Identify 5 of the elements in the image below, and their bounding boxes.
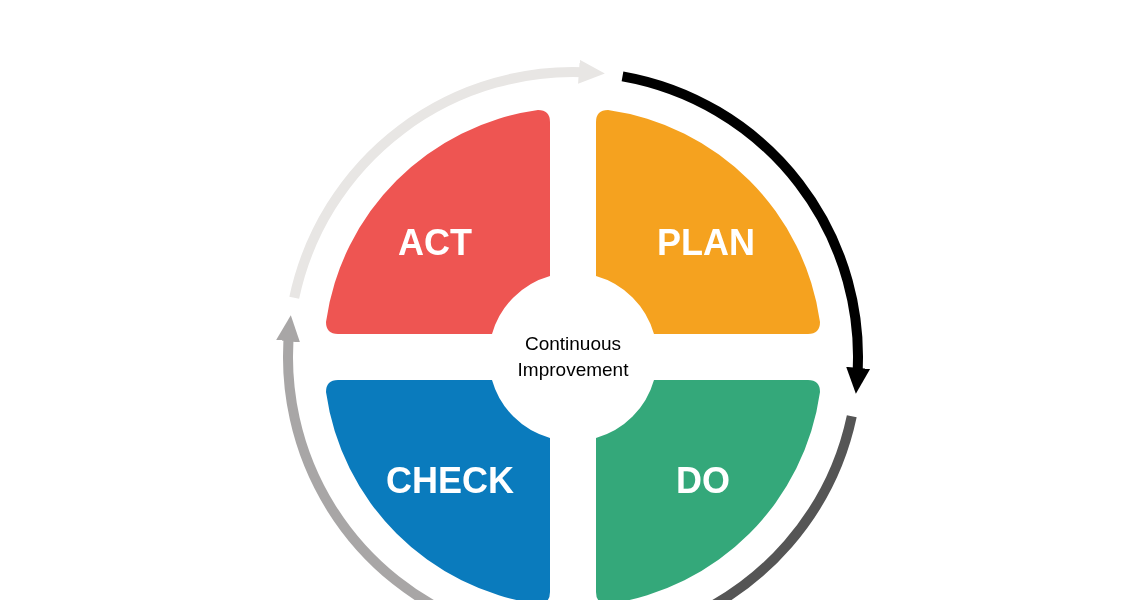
phase-label: CHECK — [386, 463, 514, 499]
center-label: Continuous Improvement — [516, 332, 630, 382]
phase-label: DO — [676, 463, 730, 499]
phase-label: ACT — [398, 225, 472, 261]
phase-label: PLAN — [657, 225, 755, 261]
